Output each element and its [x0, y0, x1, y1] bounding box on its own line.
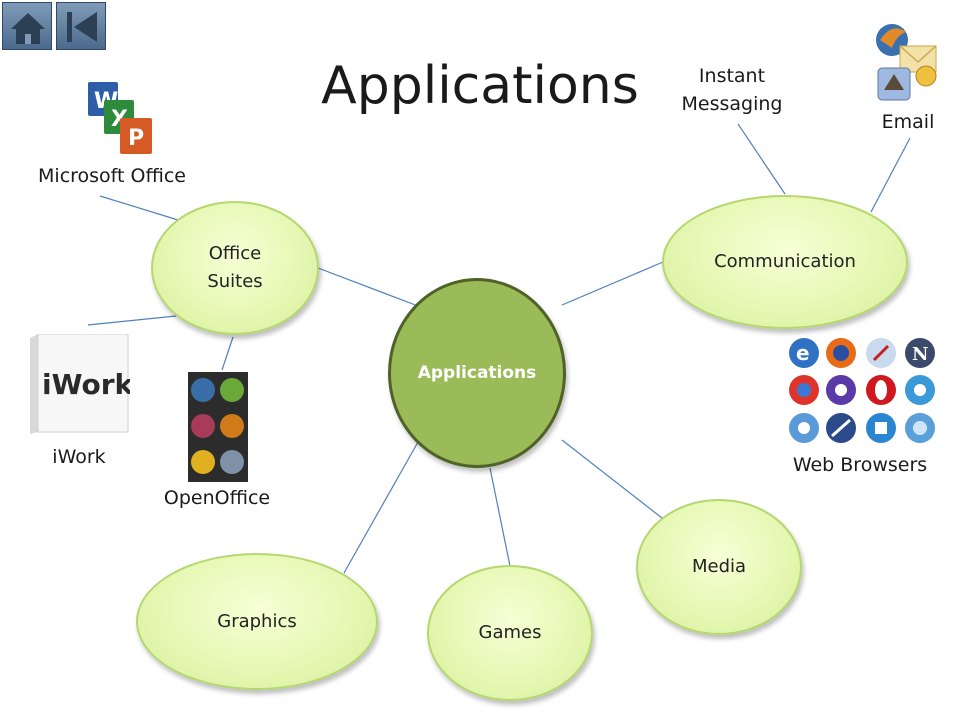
- node-communication: Communication: [662, 195, 908, 329]
- connector-iwork: [87, 315, 177, 326]
- label-instant-messaging-line2: Messaging: [681, 93, 783, 115]
- label-iwork: iWork: [52, 446, 106, 468]
- connector-office: [317, 267, 419, 307]
- label-web-browsers: Web Browsers: [792, 454, 928, 476]
- connector-media: [561, 439, 663, 519]
- home-button[interactable]: [2, 2, 52, 50]
- node-office-suites-line1: Office: [208, 243, 262, 264]
- label-instant-messaging-line1: Instant: [698, 65, 766, 87]
- iwork-box-icon: iWork: [30, 334, 130, 434]
- label-openoffice: OpenOffice: [163, 487, 271, 509]
- node-applications-center: Applications: [388, 278, 566, 468]
- node-communication-label: Communication: [714, 251, 856, 272]
- connector-graphics: [343, 441, 419, 574]
- microsoft-office-icon: W X P: [88, 82, 152, 154]
- node-graphics: Graphics: [136, 553, 378, 690]
- web-browser-icon: e N: [789, 338, 935, 443]
- node-office-suites: Office Suites: [151, 201, 319, 335]
- connector-openoffice: [221, 336, 234, 371]
- node-office-suites-line2: Suites: [207, 271, 263, 292]
- home-icon: [11, 13, 45, 44]
- openoffice-icon: [188, 372, 248, 482]
- iwork-box-text: iWork: [42, 368, 130, 401]
- node-media-label: Media: [691, 556, 747, 577]
- label-instant-messaging: Instant Messaging: [668, 62, 796, 118]
- node-graphics-label: Graphics: [217, 610, 297, 632]
- svg-text:P: P: [128, 126, 144, 151]
- svg-text:N: N: [912, 344, 928, 365]
- connector-im: [737, 123, 786, 195]
- connector-games: [489, 467, 511, 567]
- label-email: Email: [881, 111, 935, 133]
- connector-email: [870, 137, 911, 213]
- node-media: Media: [636, 499, 802, 635]
- node-games: Games: [427, 565, 593, 701]
- back-button[interactable]: [56, 2, 106, 50]
- node-applications-center-label: Applications: [417, 363, 537, 383]
- back-icon: [67, 12, 97, 42]
- page-title: Applications: [321, 56, 639, 116]
- svg-text:e: e: [796, 341, 810, 365]
- email-client-icon: [876, 24, 937, 101]
- connector-msoffice: [99, 195, 179, 221]
- connector-communication: [561, 261, 664, 306]
- node-games-label: Games: [478, 622, 542, 643]
- label-microsoft-office: Microsoft Office: [38, 165, 186, 187]
